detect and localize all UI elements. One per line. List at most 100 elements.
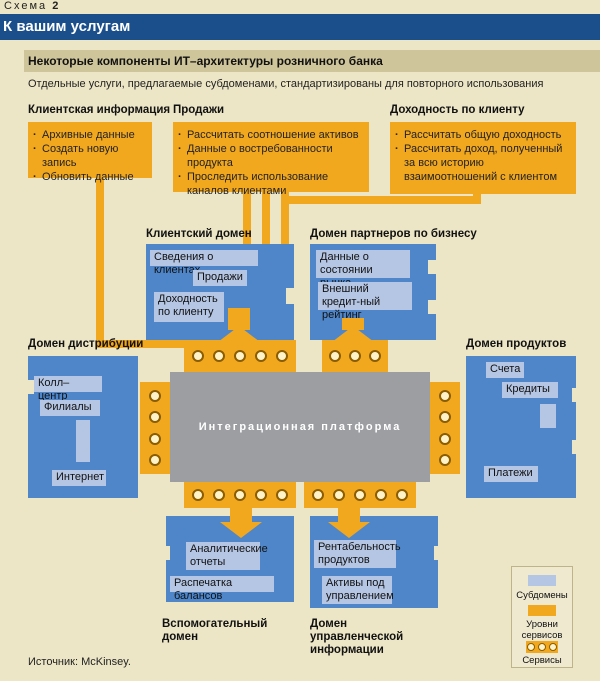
legend-service-circle (527, 643, 536, 651)
service-circle (212, 489, 225, 501)
service-circle (375, 489, 388, 501)
subdomain-connector (540, 404, 556, 428)
service-circle (191, 489, 204, 501)
subdomain-accounts: Счета (486, 362, 524, 378)
service-circle (439, 454, 451, 467)
connector-client-info-vertical (96, 176, 104, 342)
sales-box: Рассчитать соотношение активов Данные о … (173, 122, 369, 197)
subdomain-loans: Кредиты (502, 382, 558, 398)
subdomain-internet: Интернет (52, 470, 106, 486)
support-domain-title: Вспомогательный домен (162, 618, 268, 643)
service-circle (439, 389, 451, 402)
scheme-word: Схема (4, 0, 48, 12)
page-title: К вашим услугам (0, 14, 600, 40)
scheme-label: Схема 2 (4, 0, 58, 12)
subdomain-product-profitability: Рентабельность продуктов (314, 540, 401, 568)
connector-management-arrow (328, 522, 370, 538)
services-top-right (322, 340, 388, 372)
legend-services-label: Сервисы (522, 655, 562, 666)
client-info-box: Архивные данные Создать новую запись Обн… (28, 122, 152, 184)
subdomain-connector (76, 420, 90, 462)
service-circle (396, 489, 409, 501)
legend-service-levels-label: Уровни сервисов (521, 619, 563, 641)
domain-notch (572, 388, 580, 402)
subdomain-client-info: Сведения о клиентах (150, 250, 258, 276)
service-circle (191, 350, 204, 362)
legend-service-swatch (526, 641, 558, 653)
sales-item: Данные о востребованности продукта (177, 142, 365, 170)
service-circle (369, 350, 381, 362)
service-circle (439, 411, 451, 424)
subdomain-client-profitability: Доходность по клиенту (154, 292, 224, 322)
connector-client-info-horizontal (96, 340, 200, 348)
subdomain-credit-rating: Внешний кредит-ный рейтинг (318, 282, 412, 321)
service-circle (332, 489, 345, 501)
connector-client-stem (228, 308, 250, 330)
client-info-item: Архивные данные (32, 128, 148, 142)
service-circle (212, 350, 225, 362)
domain-notch (434, 546, 444, 560)
subdomain-branches: Филиалы (40, 400, 100, 416)
service-circle (149, 389, 161, 402)
legend-service-level-swatch (528, 605, 556, 616)
services-left (140, 382, 170, 474)
subdomain-assets-under-management: Активы под управлением (322, 576, 394, 604)
service-circle (353, 489, 366, 501)
services-top-left (184, 340, 296, 372)
scheme-number: 2 (52, 0, 59, 12)
connector-profit-horizontal (281, 196, 481, 204)
partners-domain-title: Домен партнеров по бизнесу (310, 228, 477, 240)
service-circle (276, 350, 289, 362)
service-circle (233, 489, 246, 501)
connector-profit-vertical (473, 192, 481, 204)
service-circle (311, 489, 324, 501)
client-info-title: Клиентская информация (28, 104, 171, 116)
client-info-item: Обновить данные (32, 170, 148, 184)
service-circle (276, 489, 289, 501)
domain-notch (572, 440, 580, 454)
subdomain-payments: Платежи (484, 466, 538, 482)
subdomain-balance-printing: Распечатка балансов (170, 576, 274, 602)
subdomain-sales: Продажи (193, 270, 247, 286)
profitability-item: Рассчитать доход, полученный за всю исто… (394, 142, 572, 184)
connector-support-arrow (220, 522, 262, 538)
client-domain-title: Клиентский домен (146, 228, 252, 240)
profitability-item: Рассчитать общую доходность (394, 128, 572, 142)
source-note: Источник: McKinsey. (28, 656, 131, 668)
domain-notch (26, 380, 34, 394)
sales-item: Рассчитать соотношение активов (177, 128, 365, 142)
service-circle (349, 350, 361, 362)
connector-client-arrow (218, 326, 260, 342)
connector-partners-arrow (332, 326, 374, 342)
domain-notch (428, 300, 438, 314)
service-circle (439, 432, 451, 445)
service-circle (233, 350, 246, 362)
sales-item: Проследить использование каналов клиента… (177, 170, 337, 198)
management-domain-title: Домен управленческой информации (310, 618, 404, 656)
service-circle (149, 432, 161, 445)
profitability-title: Доходность по клиенту (390, 104, 525, 116)
service-circle (149, 454, 161, 467)
legend-service-circle (548, 643, 557, 651)
products-domain-title: Домен продуктов (466, 338, 567, 350)
legend: Субдомены Уровни сервисов Сервисы (511, 566, 573, 668)
legend-subdomains-label: Субдомены (516, 590, 568, 601)
domain-notch (428, 260, 438, 274)
profitability-box: Рассчитать общую доходность Рассчитать д… (390, 122, 576, 194)
service-circle (149, 411, 161, 424)
connector-management-stem (338, 506, 360, 524)
service-circle (255, 350, 268, 362)
sales-title: Продажи (173, 104, 225, 116)
client-info-item: Создать новую запись (32, 142, 148, 170)
domain-notch (286, 288, 296, 304)
domain-notch (160, 546, 170, 560)
service-circle (329, 350, 341, 362)
diagram-subtitle: Некоторые компоненты ИТ–архитектуры розн… (24, 50, 600, 72)
subdomain-market-data: Данные о состоянии рынка (316, 250, 410, 289)
legend-service-circle (537, 643, 546, 651)
integration-platform: Интеграционная платформа (170, 372, 430, 482)
subdomain-call-center: Колл–центр (34, 376, 102, 402)
legend-subdomain-swatch (528, 575, 556, 586)
connector-support-stem (230, 506, 252, 524)
distribution-domain-title: Домен дистрибуции (28, 338, 144, 350)
